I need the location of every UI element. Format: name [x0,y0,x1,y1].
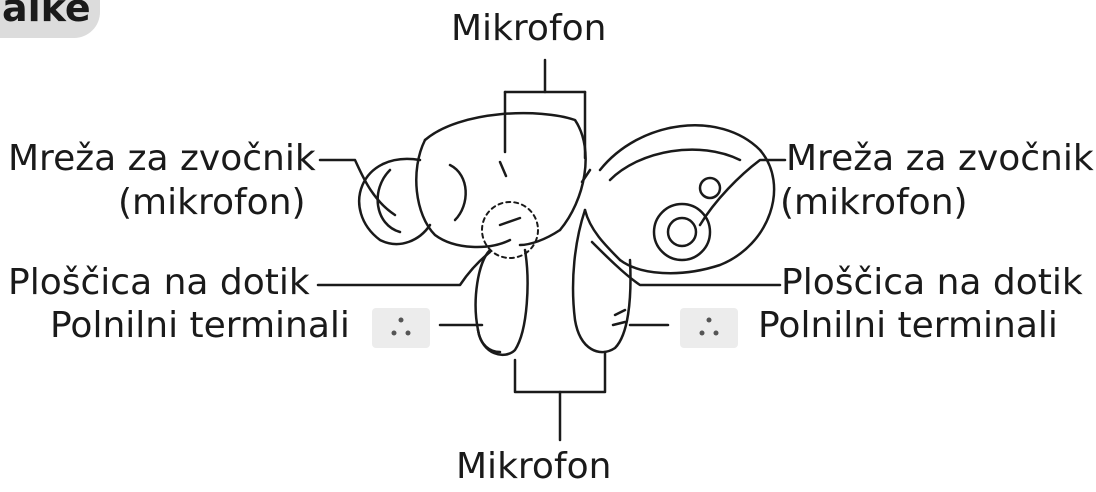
right-speaker-mesh-label: Mreža za zvočnik [786,138,1094,179]
left-touch-pad-label: Ploščica na dotik [8,262,310,303]
right-earbud-icon [571,124,776,354]
mic-top-label: Mikrofon [451,8,607,49]
leader-lines [316,58,787,442]
left-charging-terminals-label: Polnilni terminali [50,305,350,346]
mic-bottom-label: Mikrofon [456,446,612,487]
charging-terminal-icon [372,308,430,348]
section-tab-label: alke [2,0,91,30]
left-speaker-mesh-sublabel: (mikrofon) [118,182,306,223]
left-speaker-mesh-label: Mreža za zvočnik [8,138,316,179]
left-earbud-icon [357,111,587,356]
section-tab [0,0,100,38]
right-touch-pad-label: Ploščica na dotik [781,262,1083,303]
charging-terminal-icon [680,308,738,348]
right-speaker-mesh-sublabel: (mikrofon) [780,182,968,223]
right-charging-terminals-label: Polnilni terminali [758,305,1058,346]
